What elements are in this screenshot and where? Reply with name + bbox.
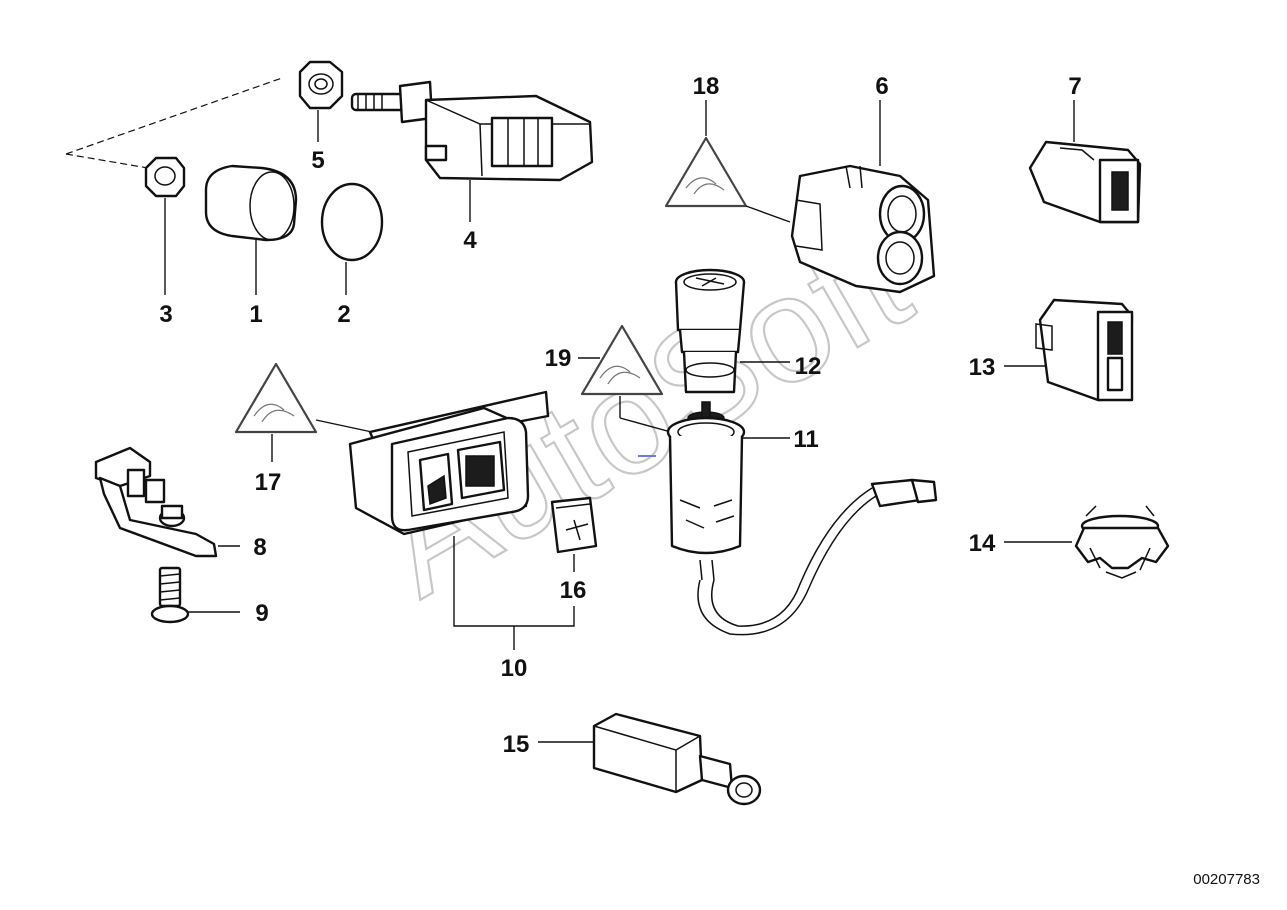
callout-17: 17	[255, 469, 282, 496]
part-6-button-switch	[790, 100, 936, 294]
callout-5: 5	[311, 147, 324, 174]
dashed-guides	[65, 77, 283, 169]
callout-7: 7	[1068, 73, 1081, 100]
callout-12: 12	[795, 353, 822, 380]
callout-13: 13	[969, 354, 996, 381]
part-17-warning-triangle	[234, 362, 373, 462]
part-11-lighter-socket	[666, 416, 938, 636]
callout-labels: 1 2 3 4 5 6 7 8 9 10 11 12 13 14 15 16 1…	[159, 73, 1081, 758]
part-18-warning-triangle	[664, 100, 791, 223]
callout-3: 3	[159, 301, 172, 328]
part-14-clip	[1004, 505, 1170, 579]
part-9-screw	[150, 566, 240, 624]
part-3-nut	[144, 156, 186, 295]
part-8-bracket	[94, 446, 240, 558]
part-16-cover-cap	[550, 496, 598, 572]
callout-19: 19	[545, 345, 572, 372]
part-5-nut	[298, 60, 344, 142]
callout-11: 11	[793, 426, 818, 453]
callout-2: 2	[337, 301, 350, 328]
callout-1: 1	[249, 301, 262, 328]
callout-4: 4	[463, 227, 477, 254]
part-7-switch-module	[1028, 100, 1142, 224]
part-15-connector	[538, 712, 762, 806]
callout-8: 8	[253, 534, 266, 561]
reference-number: 00207783	[1193, 871, 1260, 888]
part-10-rocker-switch	[348, 390, 575, 650]
part-12-lighter-element	[674, 268, 790, 394]
callout-18: 18	[693, 73, 720, 100]
callout-9: 9	[255, 600, 268, 627]
part-2-disc	[320, 182, 384, 295]
callout-10: 10	[501, 655, 528, 682]
callout-16: 16	[560, 577, 587, 604]
callout-14: 14	[969, 530, 996, 557]
callout-6: 6	[875, 73, 888, 100]
callout-15: 15	[503, 731, 530, 758]
part-13-switch-module	[1004, 298, 1134, 402]
part-1-cap	[204, 164, 298, 295]
part-4-switch	[350, 80, 594, 222]
